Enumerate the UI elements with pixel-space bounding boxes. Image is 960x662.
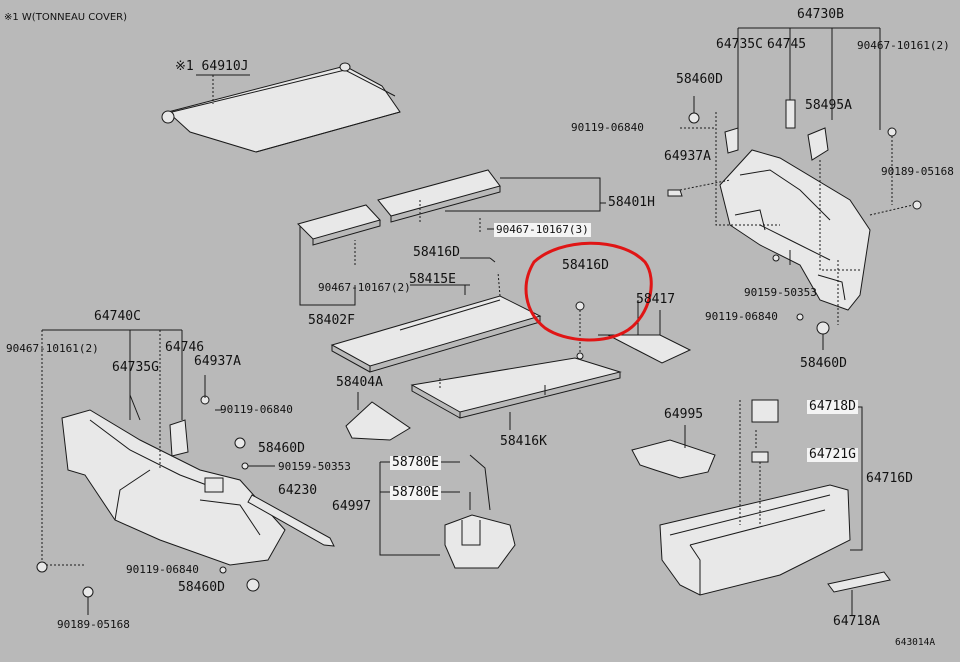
tool-box-64997 xyxy=(444,454,516,569)
label-58780e-2: 58780E xyxy=(390,485,441,500)
right-side-trim-panel xyxy=(719,149,871,311)
label-90119-06840-top: 90119-06840 xyxy=(571,121,644,134)
deck-board-58416k xyxy=(410,357,622,419)
label-64730b: 64730B xyxy=(797,7,844,22)
deck-board-58401h xyxy=(297,169,501,246)
label-64718d: 64718D xyxy=(807,399,858,414)
panel-58417 xyxy=(598,334,692,364)
label-58460d-top: 58460D xyxy=(676,72,723,87)
label-64995: 64995 xyxy=(664,407,704,422)
label-58495a: 58495A xyxy=(805,98,852,113)
label-58460d-left: 58460D xyxy=(258,441,305,456)
label-58780e-1: 58780E xyxy=(390,455,441,470)
label-58415e: 58415E xyxy=(409,272,456,287)
label-58460d-right: 58460D xyxy=(800,356,847,371)
panel-58404a xyxy=(345,401,411,441)
label-58417: 58417 xyxy=(636,292,676,307)
label-64937a-left: 64937A xyxy=(194,354,241,369)
label-64721g: 64721G xyxy=(807,447,858,462)
label-58460d-bottom: 58460D xyxy=(178,580,225,595)
label-64937a-right: 64937A xyxy=(664,149,711,164)
label-58401h: 58401H xyxy=(608,195,655,210)
strip-64718a xyxy=(827,571,891,593)
left-side-trim-panel xyxy=(61,409,286,566)
label-90467-10167-3: 90467-10167(3) xyxy=(494,223,591,237)
label-90119-06840-bottom: 90119-06840 xyxy=(126,563,199,576)
strap-64230 xyxy=(247,494,335,547)
highlight-circle xyxy=(524,241,653,342)
tonneau-cover-part xyxy=(161,62,401,153)
label-90467-10167-2: 90467-10167(2) xyxy=(318,281,411,294)
label-64716d: 64716D xyxy=(866,471,913,486)
label-90467-10161-2-top: 90467-10161(2) xyxy=(857,39,950,52)
deck-board-58415e xyxy=(330,271,542,373)
label-90159-50353-right: 90159-50353 xyxy=(744,286,817,299)
label-90467-10161-2-left: 90467-10161(2) xyxy=(6,342,99,355)
tray-64995 xyxy=(631,439,716,479)
label-90189-05168-bottom: 90189-05168 xyxy=(57,618,130,631)
label-58416k: 58416K xyxy=(500,434,547,449)
panel-64718d xyxy=(751,399,779,423)
label-90159-50353-left: 90159-50353 xyxy=(278,460,351,473)
label-64997: 64997 xyxy=(332,499,372,514)
label-90119-06840-left: 90119-06840 xyxy=(220,403,293,416)
clip-64721g xyxy=(751,451,769,463)
label-64740c: 64740C xyxy=(94,309,141,324)
label-64735g: 64735G xyxy=(112,360,159,375)
label-58416d-circled: 58416D xyxy=(562,258,609,273)
label-64230: 64230 xyxy=(278,483,318,498)
label-90189-05168-right: 90189-05168 xyxy=(881,165,954,178)
label-58416d-center: 58416D xyxy=(413,245,460,260)
drawing-code: 643014A xyxy=(895,637,936,648)
trunk-floor-tub-64716d xyxy=(659,484,851,596)
label-58402f: 58402F xyxy=(308,313,355,328)
label-64910j: ※1 64910J xyxy=(175,59,249,74)
label-64718a: 64718A xyxy=(833,614,880,629)
tonneau-cover-note: ※1 W(TONNEAU COVER) xyxy=(4,12,127,23)
label-90119-06840-right: 90119-06840 xyxy=(705,310,778,323)
label-64746: 64746 xyxy=(165,340,205,355)
label-64735c: 64735C xyxy=(716,37,763,52)
label-58404a: 58404A xyxy=(336,375,383,390)
label-64745: 64745 xyxy=(767,37,807,52)
